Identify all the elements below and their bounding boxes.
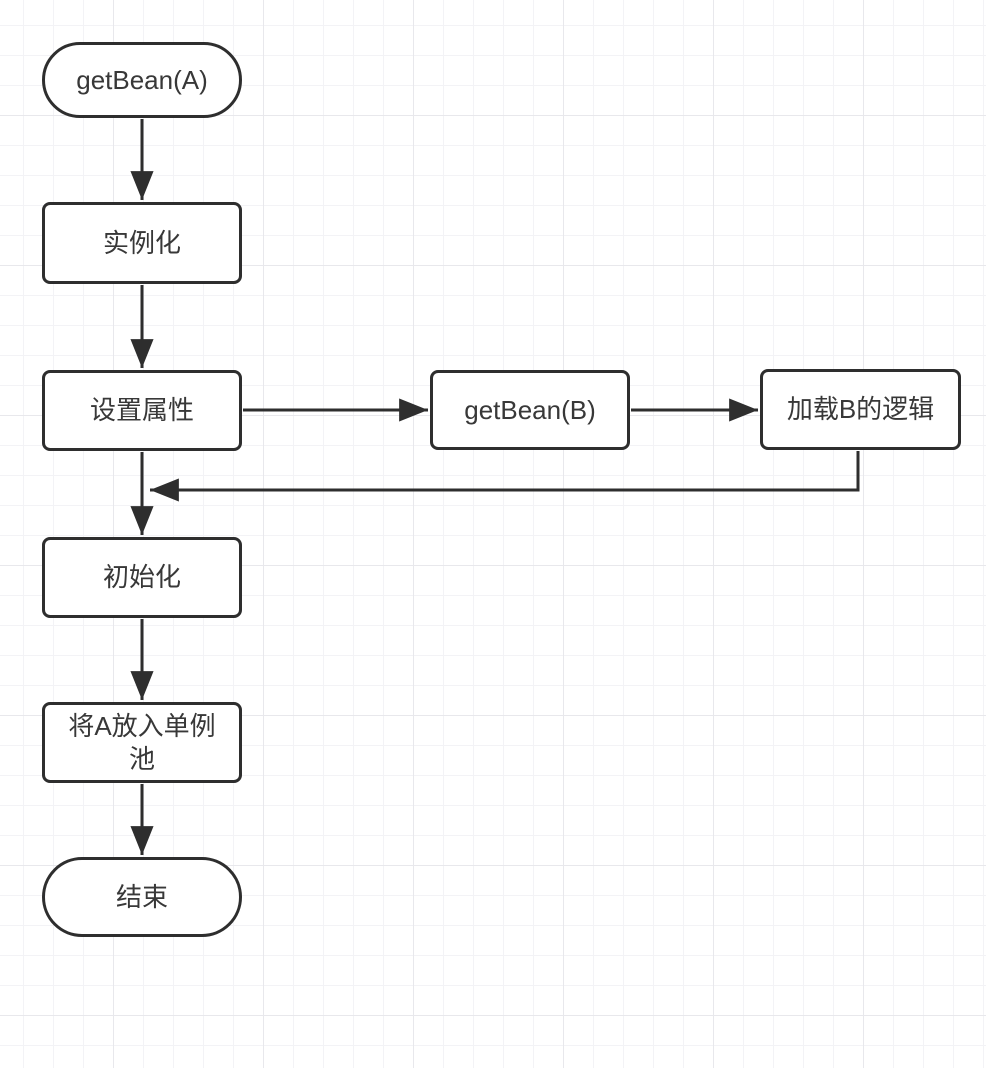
- node-get-bean-b: getBean(B): [430, 370, 630, 450]
- node-instantiate: 实例化: [42, 202, 242, 284]
- node-initialize: 初始化: [42, 537, 242, 618]
- node-set-properties: 设置属性: [42, 370, 242, 451]
- node-load-b-logic: 加载B的逻辑: [760, 369, 961, 450]
- node-get-bean-a: getBean(A): [42, 42, 242, 118]
- node-end: 结束: [42, 857, 242, 937]
- connector-loadblogic-return-to-mainline: [150, 451, 860, 502]
- node-put-a-into-singleton-pool: 将A放入单例池: [42, 702, 242, 783]
